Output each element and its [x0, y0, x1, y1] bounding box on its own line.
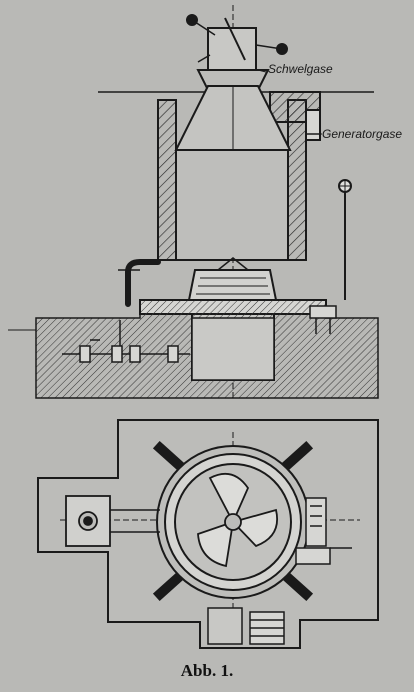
right-panel — [295, 497, 352, 565]
elevation-view — [8, 5, 379, 400]
label-generatorgase: Generatorgase — [322, 127, 403, 141]
top-feeder — [186, 14, 288, 91]
figure-caption: Abb. 1. — [180, 661, 234, 680]
left-drive-box — [65, 495, 160, 547]
right-wall — [287, 99, 307, 261]
label-schwelgase: Schwelgase — [268, 62, 333, 76]
drive-mechanism — [62, 320, 190, 363]
bottom-stairs — [207, 607, 285, 645]
right-mechanism — [309, 305, 337, 334]
grate — [187, 257, 278, 301]
plan-view — [37, 419, 379, 649]
left-wall — [157, 99, 177, 261]
trefoil-rotor — [197, 472, 278, 568]
shaft — [175, 149, 289, 261]
diagonal-arms — [152, 440, 314, 602]
gas-outlet — [305, 109, 321, 141]
side-pipe — [125, 259, 161, 307]
